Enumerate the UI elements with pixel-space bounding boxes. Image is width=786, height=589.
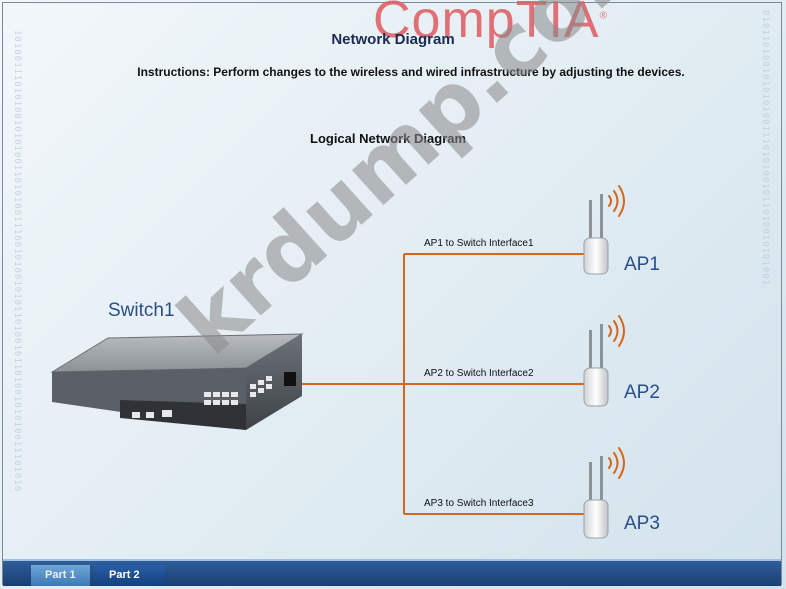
bottom-tab-bar: Part 1 Part 2: [3, 559, 781, 586]
ap2-label: AP2: [624, 382, 660, 403]
wifi-signal-icon: [608, 447, 625, 479]
ap1-label: AP1: [624, 254, 660, 275]
switch-ports: [132, 376, 272, 418]
diagram-title: Logical Network Diagram: [310, 131, 467, 146]
wifi-signal-icon: [608, 185, 625, 217]
background-binary-left: 1010011101010010101001101010011100101001…: [12, 30, 22, 493]
link-lines: [298, 253, 584, 515]
power-port: [284, 372, 296, 386]
link-label-ap2: AP2 to Switch Interface2: [424, 368, 534, 379]
ap3-device[interactable]: [583, 456, 609, 539]
ap1-device[interactable]: [583, 194, 609, 275]
background-binary-right: 0101101001010101001110101001011010010101…: [760, 10, 770, 286]
wifi-signal-icon: [608, 315, 625, 347]
tab-part-1[interactable]: Part 1: [31, 565, 90, 586]
tab-part-2[interactable]: Part 2: [95, 565, 165, 586]
ap3-label: AP3: [624, 513, 660, 534]
instructions-text: Instructions: Perform changes to the wir…: [137, 65, 685, 79]
switch1-label: Switch1: [108, 300, 175, 321]
link-label-ap1: AP1 to Switch Interface1: [424, 238, 534, 249]
switch1-device[interactable]: [50, 333, 304, 430]
page-title: Network Diagram: [331, 31, 455, 48]
comptia-logo: CompTIA®: [373, 0, 608, 49]
link-label-ap3: AP3 to Switch Interface3: [424, 498, 534, 509]
ap2-device[interactable]: [583, 324, 609, 407]
